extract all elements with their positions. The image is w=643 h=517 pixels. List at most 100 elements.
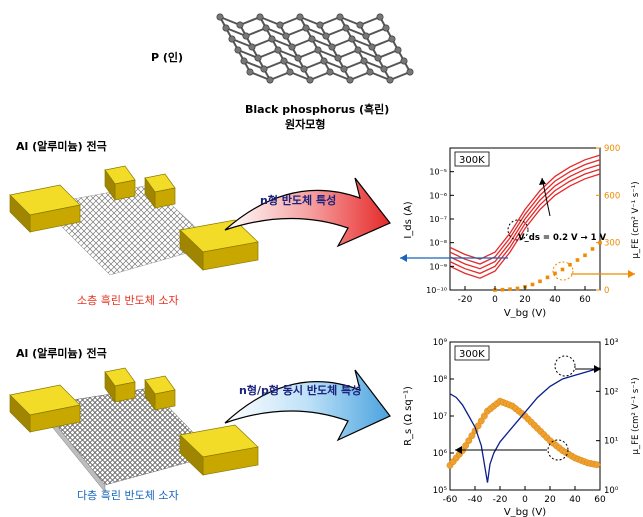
bp-atom (374, 54, 382, 62)
bp-atom (368, 43, 376, 51)
bp-bond (371, 38, 393, 48)
bp-atom (248, 43, 256, 51)
bp-atom (302, 24, 310, 32)
chart1-ids-line-3 (449, 159, 601, 265)
chart1-ytick-right-label: 0 (604, 286, 609, 296)
chart1-xtick-label: -20 (458, 295, 473, 305)
chart1-ytick-right-label: 300 (604, 239, 620, 249)
chart1-xtick-label: 20 (519, 295, 531, 305)
chart2-ytick-left-label: 10⁶ (433, 449, 448, 459)
chart2-ylabel-left: R_s (Ω sq⁻¹) (403, 386, 414, 446)
bp-bond (249, 71, 271, 81)
bp-bond (239, 16, 261, 26)
chart1-mobility-point (590, 247, 595, 251)
bp-atom (268, 35, 276, 43)
bp-atom (348, 35, 356, 43)
chart1-inset-label: 300K (459, 155, 485, 166)
bp-atom (228, 35, 236, 43)
bp-caption-title: Black phosphorus (흑린) (245, 103, 390, 116)
bp-atom (320, 57, 328, 65)
bp-bond (271, 38, 293, 48)
bp-atom (296, 13, 304, 21)
bp-atom (286, 68, 294, 76)
chart2-mobility-point (480, 412, 488, 420)
chart1-ytick-left-label: 10⁻¹⁰ (426, 286, 447, 295)
chart2-ytick-left-label: 10⁹ (433, 338, 448, 348)
chart1-mobility-point (508, 287, 512, 292)
bp-atom (234, 46, 242, 54)
chart1-ytick-left-label: 10⁻⁹ (429, 262, 447, 271)
chart1-mobility-point (575, 258, 580, 262)
few-layer-device-illustration (9, 165, 259, 276)
device-label-1: 소층 흑린 반도체 소자 (77, 294, 179, 307)
electrode-label-2: Al (알루미늄) 전극 (16, 347, 107, 360)
bp-bond (237, 49, 259, 59)
electrode-label-1: Al (알루미늄) 전극 (16, 140, 107, 153)
bp-bond (343, 60, 365, 70)
bp-atom (406, 68, 414, 76)
bp-atom (380, 65, 388, 73)
chart1-xtick-label: 0 (492, 295, 498, 305)
chart2-circle-mob (547, 439, 569, 461)
bp-bond (299, 16, 321, 26)
chart1-ytick-left-label: 10⁻⁷ (429, 215, 447, 224)
bp-atom (336, 13, 344, 21)
bp-atom (362, 32, 370, 40)
chart1-xtick-label: 40 (549, 295, 561, 305)
bp-bond (383, 60, 405, 70)
bp-atom (400, 57, 408, 65)
bp-bond (263, 60, 285, 70)
electrode-mid-2a (104, 367, 136, 404)
chart2-mobility-point (477, 417, 485, 425)
bp-atom (326, 68, 334, 76)
chart1-xlabel: V_bg (V) (504, 308, 546, 318)
bp-atom (346, 76, 354, 84)
chart1-ytick-left-label: 10⁻⁶ (429, 191, 447, 200)
chart2-circle-rs (554, 355, 576, 377)
electrode-mid-2b (144, 375, 176, 412)
bp-bond (265, 27, 287, 37)
bp-atom (366, 68, 374, 76)
chart1-ytick-right-label: 900 (604, 144, 620, 154)
bp-bond (389, 71, 411, 81)
bp-bond (251, 38, 273, 48)
bp-atom (282, 32, 290, 40)
arrow-label-2: n형/p형 동시 반도체 특성 (239, 384, 362, 397)
bp-atom (328, 43, 336, 51)
electrode-left-2 (9, 384, 81, 433)
chart1-inset-box (454, 151, 490, 167)
bp-bond (219, 16, 241, 26)
chart2-xtick-label: 20 (544, 495, 556, 505)
bp-atom (288, 43, 296, 51)
chart1-vds-annotation: V_ds = 0.2 V → 1 V (518, 233, 607, 243)
bp-bond (303, 60, 325, 70)
bp-atom (314, 46, 322, 54)
bp-atom (256, 13, 264, 21)
bp-bond (291, 38, 313, 48)
chart2-xtick-label: -40 (468, 495, 483, 505)
bp-caption-subtitle: 원자모형 (285, 118, 326, 131)
chart2-mobility-point (593, 461, 601, 469)
chart1-xtick-label: 60 (579, 295, 591, 305)
bp-bond (357, 49, 379, 59)
bp-atom (222, 24, 230, 32)
bp-bond (283, 60, 305, 70)
chart1-mobility-point (583, 253, 587, 258)
bp-atom (216, 13, 224, 21)
chart2-mobility-point (462, 442, 470, 450)
bp-atom (246, 68, 254, 76)
bp-atom (236, 21, 244, 29)
bp-atom (342, 24, 350, 32)
bp-bond (277, 49, 299, 59)
p-atom-label: P (인) (151, 51, 184, 64)
chart1-mobility-point (553, 271, 557, 276)
bp-bond (369, 71, 391, 81)
bp-bond (311, 38, 333, 48)
multi-layer-device-illustration (9, 367, 259, 493)
bp-bond (323, 60, 345, 70)
bp-bond (257, 49, 279, 59)
chart1-circle-ids (507, 219, 529, 241)
chart2-ytick-right-label: 10² (604, 387, 618, 397)
